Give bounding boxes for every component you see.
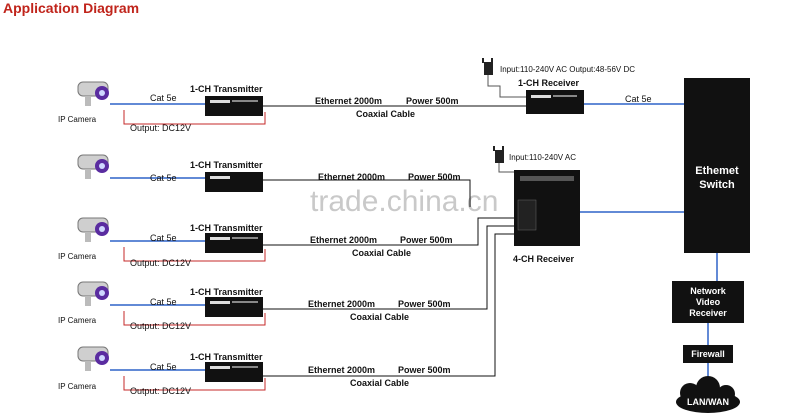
transmitter-label: 1-CH Transmitter xyxy=(190,352,263,362)
ip-camera-label: IP Camera xyxy=(58,115,97,124)
cat5e-label: Cat 5e xyxy=(150,93,177,103)
row-4: IP Camera Cat 5e Output: DC12V 1-CH Tran… xyxy=(58,225,516,331)
watermark: trade.china.cn xyxy=(310,185,498,218)
transmitter-label: 1-CH Transmitter xyxy=(190,84,263,94)
power-plug-icon xyxy=(482,58,528,98)
output-label: Output: DC12V xyxy=(130,123,191,133)
coax-cable xyxy=(263,179,471,207)
ip-camera-label: IP Camera xyxy=(58,316,97,325)
ip-camera-label: IP Camera xyxy=(58,382,97,391)
ethernet-label: Ethernet 2000m xyxy=(308,365,375,375)
firewall-label: Firewall xyxy=(691,349,725,359)
transmitter-device xyxy=(205,362,263,382)
firewall: Firewall xyxy=(683,345,733,363)
ethernet-switch: Ethemet Switch xyxy=(684,78,750,253)
ethernet-label: Ethernet 2000m xyxy=(310,235,377,245)
power-cable xyxy=(123,311,266,326)
page-title: Application Diagram xyxy=(3,0,139,16)
coax-cable xyxy=(263,225,516,310)
power-cable xyxy=(123,247,266,262)
receiver4-input-label: Input:110-240V AC xyxy=(509,153,576,162)
row-1: IP Camera Cat 5e Output: DC12V 1-CH Tran… xyxy=(58,81,528,133)
ethernet-label: Ethernet 2000m xyxy=(315,96,382,106)
ip-camera-label: IP Camera xyxy=(58,252,97,261)
camera-icon xyxy=(77,81,109,106)
ethernet-label: Ethernet 2000m xyxy=(308,299,375,309)
coax-label: Coaxial Cable xyxy=(356,109,415,119)
power-cable xyxy=(123,110,266,125)
cat5e-label: Cat 5e xyxy=(150,297,177,307)
cat5e-label: Cat 5e xyxy=(150,233,177,243)
coax-label: Coaxial Cable xyxy=(350,312,409,322)
power-cable xyxy=(123,376,266,391)
power-label: Power 500m xyxy=(398,365,451,375)
receiver1-input-label: Input:110-240V AC Output:48-56V DC xyxy=(500,65,635,74)
switch-label-line1: Ethemet xyxy=(695,165,739,177)
transmitter-device xyxy=(205,172,263,192)
coax-label: Coaxial Cable xyxy=(352,248,411,258)
coax-cable xyxy=(263,217,516,246)
row-2: Cat 5e 1-CH Transmitter Ethernet 2000m P… xyxy=(77,154,471,207)
camera-icon xyxy=(77,217,109,242)
output-label: Output: DC12V xyxy=(130,386,191,396)
nvr-line1: Network xyxy=(690,286,727,296)
transmitter-device xyxy=(205,96,263,116)
nvr-line2: Video xyxy=(696,297,721,307)
transmitter-label: 1-CH Transmitter xyxy=(190,223,263,233)
cat5e-label: Cat 5e xyxy=(150,362,177,372)
row-3: IP Camera Cat 5e Output: DC12V 1-CH Tran… xyxy=(58,217,516,268)
lanwan-label: LAN/WAN xyxy=(687,397,729,407)
coax-label: Coaxial Cable xyxy=(350,378,409,388)
network-video-receiver: Network Video Receiver xyxy=(672,281,744,323)
coax-cable xyxy=(263,233,516,377)
camera-icon xyxy=(77,154,109,179)
nvr-line3: Receiver xyxy=(689,308,727,318)
power-label: Power 500m xyxy=(408,172,461,182)
power-label: Power 500m xyxy=(406,96,459,106)
power-label: Power 500m xyxy=(400,235,453,245)
row-5: IP Camera Cat 5e Output: DC12V 1-CH Tran… xyxy=(58,233,516,396)
transmitter-label: 1-CH Transmitter xyxy=(190,287,263,297)
cat5e-label: Cat 5e xyxy=(625,94,652,104)
power-label: Power 500m xyxy=(398,299,451,309)
transmitter-label: 1-CH Transmitter xyxy=(190,160,263,170)
receiver-4ch: Input:110-240V AC 4-CH Receiver xyxy=(493,146,580,264)
cat5e-label: Cat 5e xyxy=(150,173,177,183)
cloud-icon: LAN/WAN xyxy=(676,376,740,413)
power-plug-icon xyxy=(493,146,515,173)
switch-label-line2: Switch xyxy=(699,179,735,191)
receiver1-label: 1-CH Receiver xyxy=(518,78,580,88)
receiver4-label: 4-CH Receiver xyxy=(513,254,575,264)
transmitter-device xyxy=(205,233,263,253)
receiver-1ch: Input:110-240V AC Output:48-56V DC 1-CH … xyxy=(482,58,684,114)
output-label: Output: DC12V xyxy=(130,258,191,268)
output-label: Output: DC12V xyxy=(130,321,191,331)
ethernet-label: Ethernet 2000m xyxy=(318,172,385,182)
camera-icon xyxy=(77,281,109,306)
transmitter-device xyxy=(205,297,263,317)
camera-icon xyxy=(77,346,109,371)
